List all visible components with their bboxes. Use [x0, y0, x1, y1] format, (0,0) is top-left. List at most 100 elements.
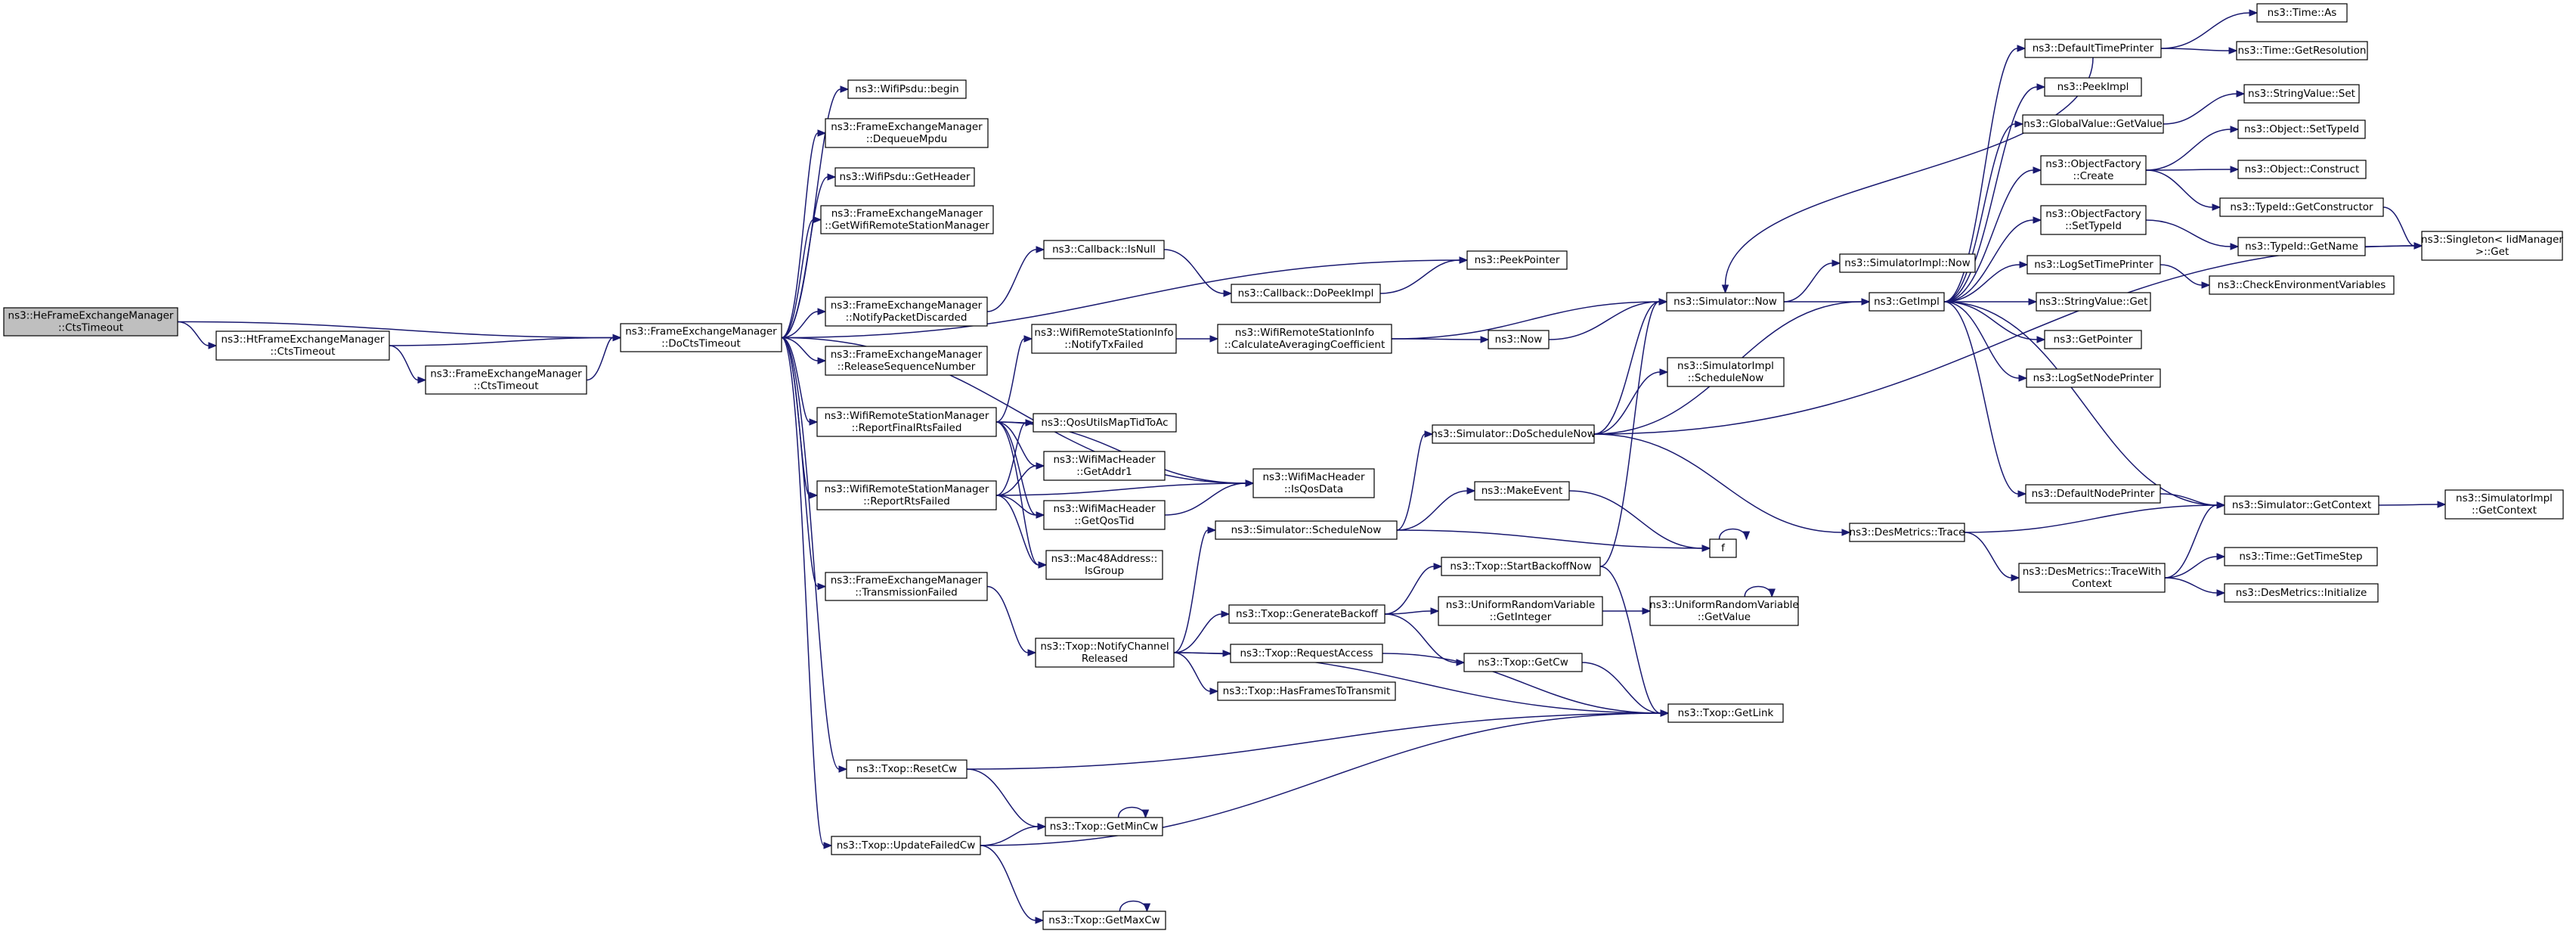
node-time_getstep[interactable]: ns3::Time::GetTimeStep: [2224, 547, 2378, 566]
node-fem_cts[interactable]: ns3::FrameExchangeManager::CtsTimeout: [425, 365, 587, 395]
node-cb_peek[interactable]: ns3::Callback::DoPeekImpl: [1231, 284, 1381, 303]
node-simimpl_now[interactable]: ns3::SimulatorImpl::Now: [1839, 253, 1976, 273]
node-rep_final[interactable]: ns3::WifiRemoteStationManager::ReportFin…: [816, 407, 997, 437]
node-reset_cw[interactable]: ns3::Txop::ResetCw: [846, 759, 968, 779]
node-def_time_printer[interactable]: ns3::DefaultTimePrinter: [2024, 39, 2162, 58]
node-sim_now[interactable]: ns3::Simulator::Now: [1666, 292, 1785, 312]
node-f[interactable]: f: [1709, 538, 1737, 558]
node-get_mincw[interactable]: ns3::Txop::GetMinCw: [1045, 817, 1163, 836]
node-label: ns3::Txop::GetCw: [1478, 656, 1568, 669]
edge-ht_cts-to-fem_cts: [389, 345, 427, 384]
node-get_cw[interactable]: ns3::Txop::GetCw: [1463, 653, 1583, 672]
node-rep_rts[interactable]: ns3::WifiRemoteStationManager::ReportRts…: [816, 480, 997, 510]
node-label: ns3::Callback::IsNull: [1052, 244, 1156, 256]
node-docts[interactable]: ns3::FrameExchangeManager::DoCtsTimeout: [620, 323, 782, 352]
node-box: [2224, 583, 2379, 603]
node-obj_settype[interactable]: ns3::Object::SetTypeId: [2237, 119, 2366, 139]
node-box: [1045, 550, 1163, 580]
node-label: ns3::FrameExchangeManager: [831, 575, 983, 587]
node-sv_set[interactable]: ns3::StringValue::Set: [2243, 84, 2360, 104]
edge-getimpl-to-of_settype: [1943, 216, 2042, 303]
node-of_settype[interactable]: ns3::ObjectFactory::SetTypeId: [2040, 205, 2147, 235]
node-label: Released: [1082, 653, 1128, 665]
node-of_create[interactable]: ns3::ObjectFactory::Create: [2040, 155, 2147, 185]
node-req_access[interactable]: ns3::Txop::RequestAccess: [1230, 644, 1383, 663]
node-label: ns3::SimulatorImpl: [1677, 360, 1774, 372]
node-psdu_begin[interactable]: ns3::WifiPsdu::begin: [847, 79, 967, 99]
node-getaddr1[interactable]: ns3::WifiMacHeader::GetAddr1: [1043, 451, 1166, 481]
node-peekptr[interactable]: ns3::PeekPointer: [1466, 250, 1568, 270]
node-sv_get[interactable]: ns3::StringValue::Get: [2036, 292, 2151, 312]
node-def_node_printer[interactable]: ns3::DefaultNodePrinter: [2025, 484, 2161, 504]
node-isqosdata[interactable]: ns3::WifiMacHeader::IsQosData: [1252, 468, 1375, 498]
node-box: [1033, 413, 1177, 433]
node-label: ns3::DesMetrics::Trace: [1850, 526, 1965, 538]
node-box: [834, 167, 975, 187]
node-label: ns3::SimulatorImpl::Now: [1844, 257, 1970, 269]
node-des_init[interactable]: ns3::DesMetrics::Initialize: [2224, 583, 2379, 603]
node-ht_cts[interactable]: ns3::HtFrameExchangeManager::CtsTimeout: [215, 330, 390, 361]
node-cb_isnull[interactable]: ns3::Callback::IsNull: [1043, 240, 1165, 259]
node-getpointer[interactable]: ns3::GetPointer: [2044, 330, 2142, 349]
node-time_getres[interactable]: ns3::Time::GetResolution: [2236, 41, 2368, 61]
node-label: ::ScheduleNow: [1688, 372, 1764, 384]
node-has_frames[interactable]: ns3::Txop::HasFramesToTransmit: [1217, 681, 1396, 701]
node-label: ns3::Txop::GetMaxCw: [1048, 914, 1160, 926]
node-now[interactable]: ns3::Now: [1488, 330, 1550, 349]
node-box: [825, 296, 988, 327]
node-simimpl_sched[interactable]: ns3::SimulatorImpl::ScheduleNow: [1667, 357, 1785, 387]
node-check_env[interactable]: ns3::CheckEnvironmentVariables: [2209, 275, 2395, 295]
node-tx_failed[interactable]: ns3::FrameExchangeManager::TransmissionF…: [825, 572, 988, 601]
node-log_set_node[interactable]: ns3::LogSetNodePrinter: [2026, 368, 2161, 388]
node-label: ns3::Singleton< IidManager: [2421, 234, 2563, 246]
node-tid_getname[interactable]: ns3::TypeId::GetName: [2237, 237, 2366, 256]
edge-sim_dosched-to-des_trace: [1593, 433, 1851, 536]
node-box: [1667, 357, 1785, 387]
node-release_seq[interactable]: ns3::FrameExchangeManager::ReleaseSequen…: [825, 346, 988, 376]
node-label: ::ReportFinalRtsFailed: [852, 422, 962, 434]
node-upd_cw[interactable]: ns3::Txop::UpdateFailedCw: [831, 836, 981, 855]
node-dequeue[interactable]: ns3::FrameExchangeManager::DequeueMpdu: [825, 118, 989, 148]
node-label: ::GetAddr1: [1076, 466, 1132, 478]
node-wrsi_notify[interactable]: ns3::WifiRemoteStationInfo::NotifyTxFail…: [1031, 324, 1177, 354]
node-he_cts[interactable]: ns3::HeFrameExchangeManager::CtsTimeout: [3, 307, 178, 337]
node-box: [2040, 155, 2147, 185]
node-make_event[interactable]: ns3::MakeEvent: [1474, 481, 1570, 501]
edge-sim_dosched-to-singleton: [1593, 242, 2423, 435]
node-time_as[interactable]: ns3::Time::As: [2256, 3, 2348, 23]
node-start_backoff[interactable]: ns3::Txop::StartBackoffNow: [1441, 557, 1601, 576]
node-obj_construct[interactable]: ns3::Object::Construct: [2237, 160, 2367, 179]
node-wrsi_calc[interactable]: ns3::WifiRemoteStationInfo::CalculateAve…: [1217, 324, 1392, 354]
node-box: [1839, 253, 1976, 273]
node-urv_getint[interactable]: ns3::UniformRandomVariable::GetInteger: [1438, 596, 1603, 626]
edge-tid_getname-to-singleton: [2364, 242, 2423, 250]
node-sim_sched_now[interactable]: ns3::Simulator::ScheduleNow: [1215, 520, 1398, 540]
node-sim_dosched[interactable]: ns3::Simulator::DoScheduleNow: [1431, 424, 1596, 444]
node-label: ::ReportRtsFailed: [863, 495, 950, 507]
node-notify_disc[interactable]: ns3::FrameExchangeManager::NotifyPacketD…: [825, 296, 988, 327]
node-box: [1042, 911, 1166, 930]
node-qos_map[interactable]: ns3::QosUtilsMapTidToAc: [1033, 413, 1177, 433]
node-tid_getctor[interactable]: ns3::TypeId::GetConstructor: [2219, 197, 2384, 217]
node-label: ns3::MakeEvent: [1482, 485, 1563, 497]
node-isgroup[interactable]: ns3::Mac48Address::IsGroup: [1045, 550, 1163, 580]
node-simimpl_getctx[interactable]: ns3::SimulatorImpl::GetContext: [2444, 489, 2564, 520]
node-getqostid[interactable]: ns3::WifiMacHeader::GetQosTid: [1043, 500, 1166, 530]
edge-docts-to-upd_cw: [781, 337, 833, 849]
node-psdu_hdr[interactable]: ns3::WifiPsdu::GetHeader: [834, 167, 975, 187]
node-gv_getvalue[interactable]: ns3::GlobalValue::GetValue: [2022, 114, 2164, 134]
node-peekimpl[interactable]: ns3::PeekImpl: [2044, 77, 2142, 97]
node-singleton[interactable]: ns3::Singleton< IidManager>::Get: [2421, 231, 2563, 261]
node-box: [2040, 205, 2147, 235]
node-get_link[interactable]: ns3::Txop::GetLink: [1667, 703, 1784, 723]
node-get_maxcw[interactable]: ns3::Txop::GetMaxCw: [1042, 911, 1166, 930]
node-sim_getctx[interactable]: ns3::Simulator::GetContext: [2224, 495, 2379, 515]
node-des_trace[interactable]: ns3::DesMetrics::Trace: [1849, 523, 1965, 542]
node-get_wrsm[interactable]: ns3::FrameExchangeManager::GetWifiRemote…: [820, 205, 994, 234]
node-log_set_time[interactable]: ns3::LogSetTimePrinter: [2026, 255, 2161, 275]
node-urv_getval[interactable]: ns3::UniformRandomVariable::GetValue: [1649, 596, 1799, 626]
node-getimpl[interactable]: ns3::GetImpl: [1869, 292, 1945, 312]
node-gen_backoff[interactable]: ns3::Txop::GenerateBackoff: [1228, 604, 1386, 624]
